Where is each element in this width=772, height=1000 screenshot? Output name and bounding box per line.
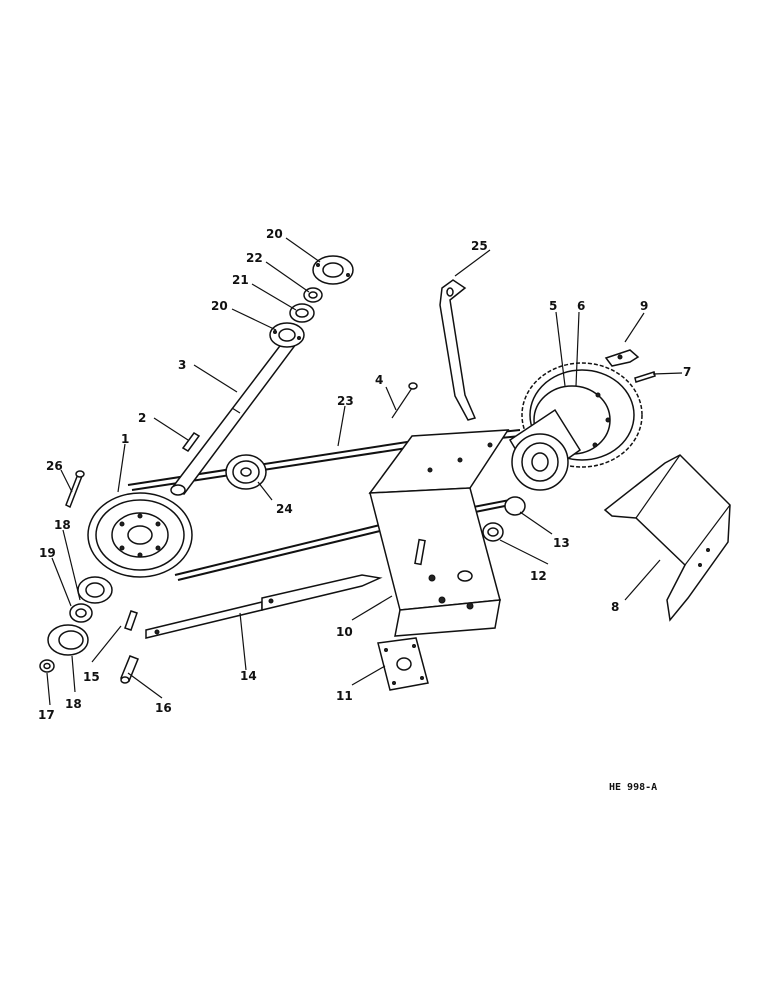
bracket-arm — [439, 279, 477, 421]
callout-25: 25 — [471, 239, 488, 253]
shield — [603, 454, 731, 622]
washer-17 — [39, 659, 55, 673]
callout-16: 16 — [155, 701, 172, 715]
clip-9 — [604, 349, 640, 367]
pin-7 — [634, 371, 656, 383]
callout-12: 12 — [530, 569, 547, 583]
callout-19: 19 — [39, 546, 56, 560]
callout-1: 1 — [121, 432, 129, 446]
callout-17: 17 — [38, 708, 55, 722]
bearing — [289, 303, 315, 323]
callout-2: 2 — [138, 411, 146, 425]
callout-14: 14 — [240, 669, 257, 683]
callout-26: 26 — [46, 459, 63, 473]
callout-22: 22 — [246, 251, 263, 265]
callout-21: 21 — [232, 273, 249, 287]
callout-18-lower: 18 — [65, 697, 82, 711]
callout-11: 11 — [336, 689, 353, 703]
seal-12 — [482, 522, 504, 542]
callout-5: 5 — [549, 299, 557, 313]
callout-18-upper: 18 — [54, 518, 71, 532]
callout-13: 13 — [553, 536, 570, 550]
callout-8: 8 — [611, 600, 619, 614]
slide-bar — [145, 574, 383, 639]
main-bracket — [368, 429, 510, 637]
bearing-19 — [69, 603, 93, 623]
callout-3: 3 — [178, 358, 186, 372]
bolt — [391, 382, 418, 419]
callout-4: 4 — [375, 373, 383, 387]
callout-20-upper: 20 — [266, 227, 283, 241]
leader-lines — [46, 237, 683, 706]
flange-18-upper — [77, 576, 113, 604]
bearing-flange-lower — [269, 322, 305, 348]
pin-15 — [124, 610, 138, 631]
bearing-flange-upper — [312, 255, 354, 285]
figure-id: HE 998-A — [609, 782, 657, 793]
key — [181, 432, 201, 452]
bolt-26 — [65, 470, 85, 509]
plug-13 — [504, 496, 526, 516]
base-plate — [377, 637, 429, 691]
callout-6: 6 — [577, 299, 585, 313]
callout-23: 23 — [337, 394, 354, 408]
flange-18-lower — [47, 624, 89, 656]
callout-labels: 1 2 3 4 5 6 7 8 9 10 11 12 13 14 15 16 1… — [38, 227, 691, 722]
idler-pulley — [225, 454, 267, 490]
callout-10: 10 — [336, 625, 353, 639]
pin-16 — [120, 655, 139, 684]
callout-20-lower: 20 — [211, 299, 228, 313]
callout-24: 24 — [276, 502, 293, 516]
gear-hub-assembly — [508, 362, 643, 491]
callout-7: 7 — [683, 365, 691, 379]
callout-15: 15 — [83, 670, 100, 684]
callout-9: 9 — [640, 299, 648, 313]
main-pulley — [87, 492, 193, 578]
